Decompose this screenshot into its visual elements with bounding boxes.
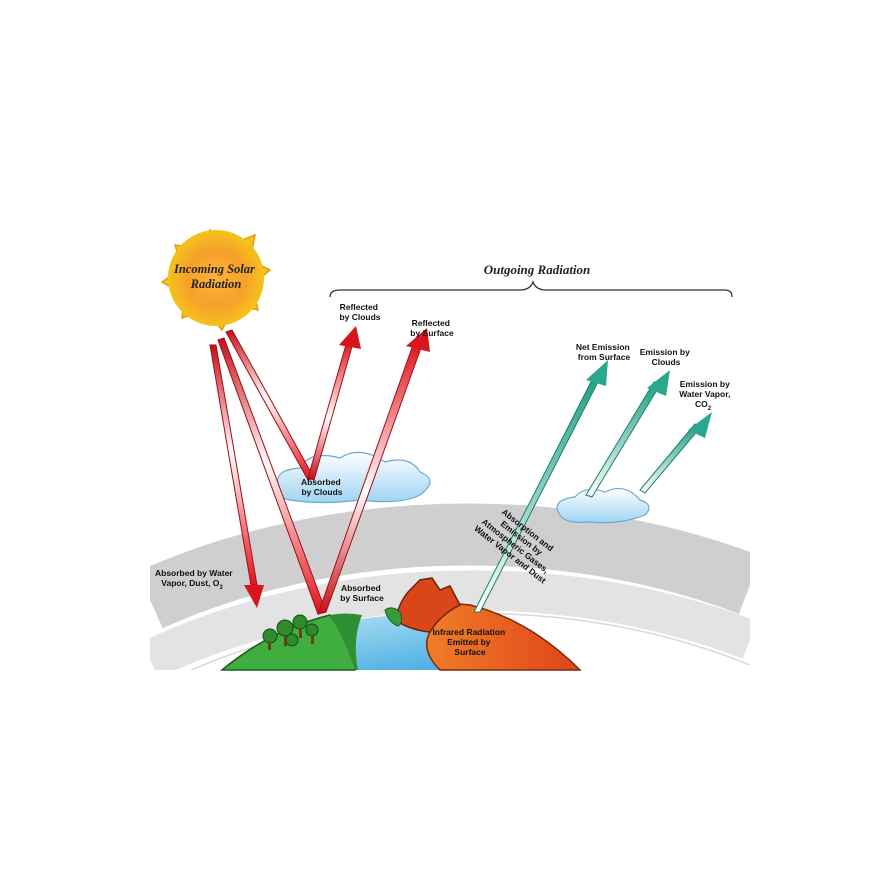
cloud-right	[556, 487, 650, 524]
mountains	[394, 577, 462, 633]
outgoing-brace	[329, 280, 733, 298]
absorbed-clouds-label: Absorbed by Clouds	[301, 477, 343, 497]
outgoing-radiation-label: Outgoing Radiation	[484, 262, 591, 277]
arrowhead-reflected-surface	[406, 328, 430, 352]
earth	[219, 577, 582, 671]
incoming-arrows	[209, 326, 430, 615]
sun-label: Incoming Solar Radiation	[173, 262, 258, 291]
infrared-label: Infrared Radiation Emitted by Surface	[432, 627, 507, 657]
green-patch	[384, 607, 403, 627]
arrowhead-absorbed-water	[244, 585, 264, 608]
reflected-clouds-label: Reflected by Clouds	[339, 302, 380, 322]
arrowhead-emission-clouds	[647, 370, 670, 396]
emission-water-label: Emission by Water Vapor, CO2	[679, 379, 733, 412]
absorbed-water-label: Absorbed by Water Vapor, Dust, O3	[155, 568, 235, 591]
outgoing-arrows	[473, 360, 712, 613]
atmosphere-band-outer	[150, 503, 750, 629]
absorbed-surface-label: Absorbed by Surface	[340, 583, 384, 603]
trees	[262, 614, 319, 650]
arrowhead-net-emission	[586, 360, 608, 386]
arrowhead-emission-water	[688, 412, 712, 438]
arrowhead-reflected-clouds	[339, 326, 361, 349]
net-emission-label: Net Emission from Surface	[576, 342, 632, 362]
emission-clouds-label: Emission by Clouds	[640, 347, 692, 367]
land-edge	[330, 613, 362, 670]
sun-icon	[160, 228, 272, 332]
reflected-surface-label: Reflected by Surface	[410, 318, 454, 338]
